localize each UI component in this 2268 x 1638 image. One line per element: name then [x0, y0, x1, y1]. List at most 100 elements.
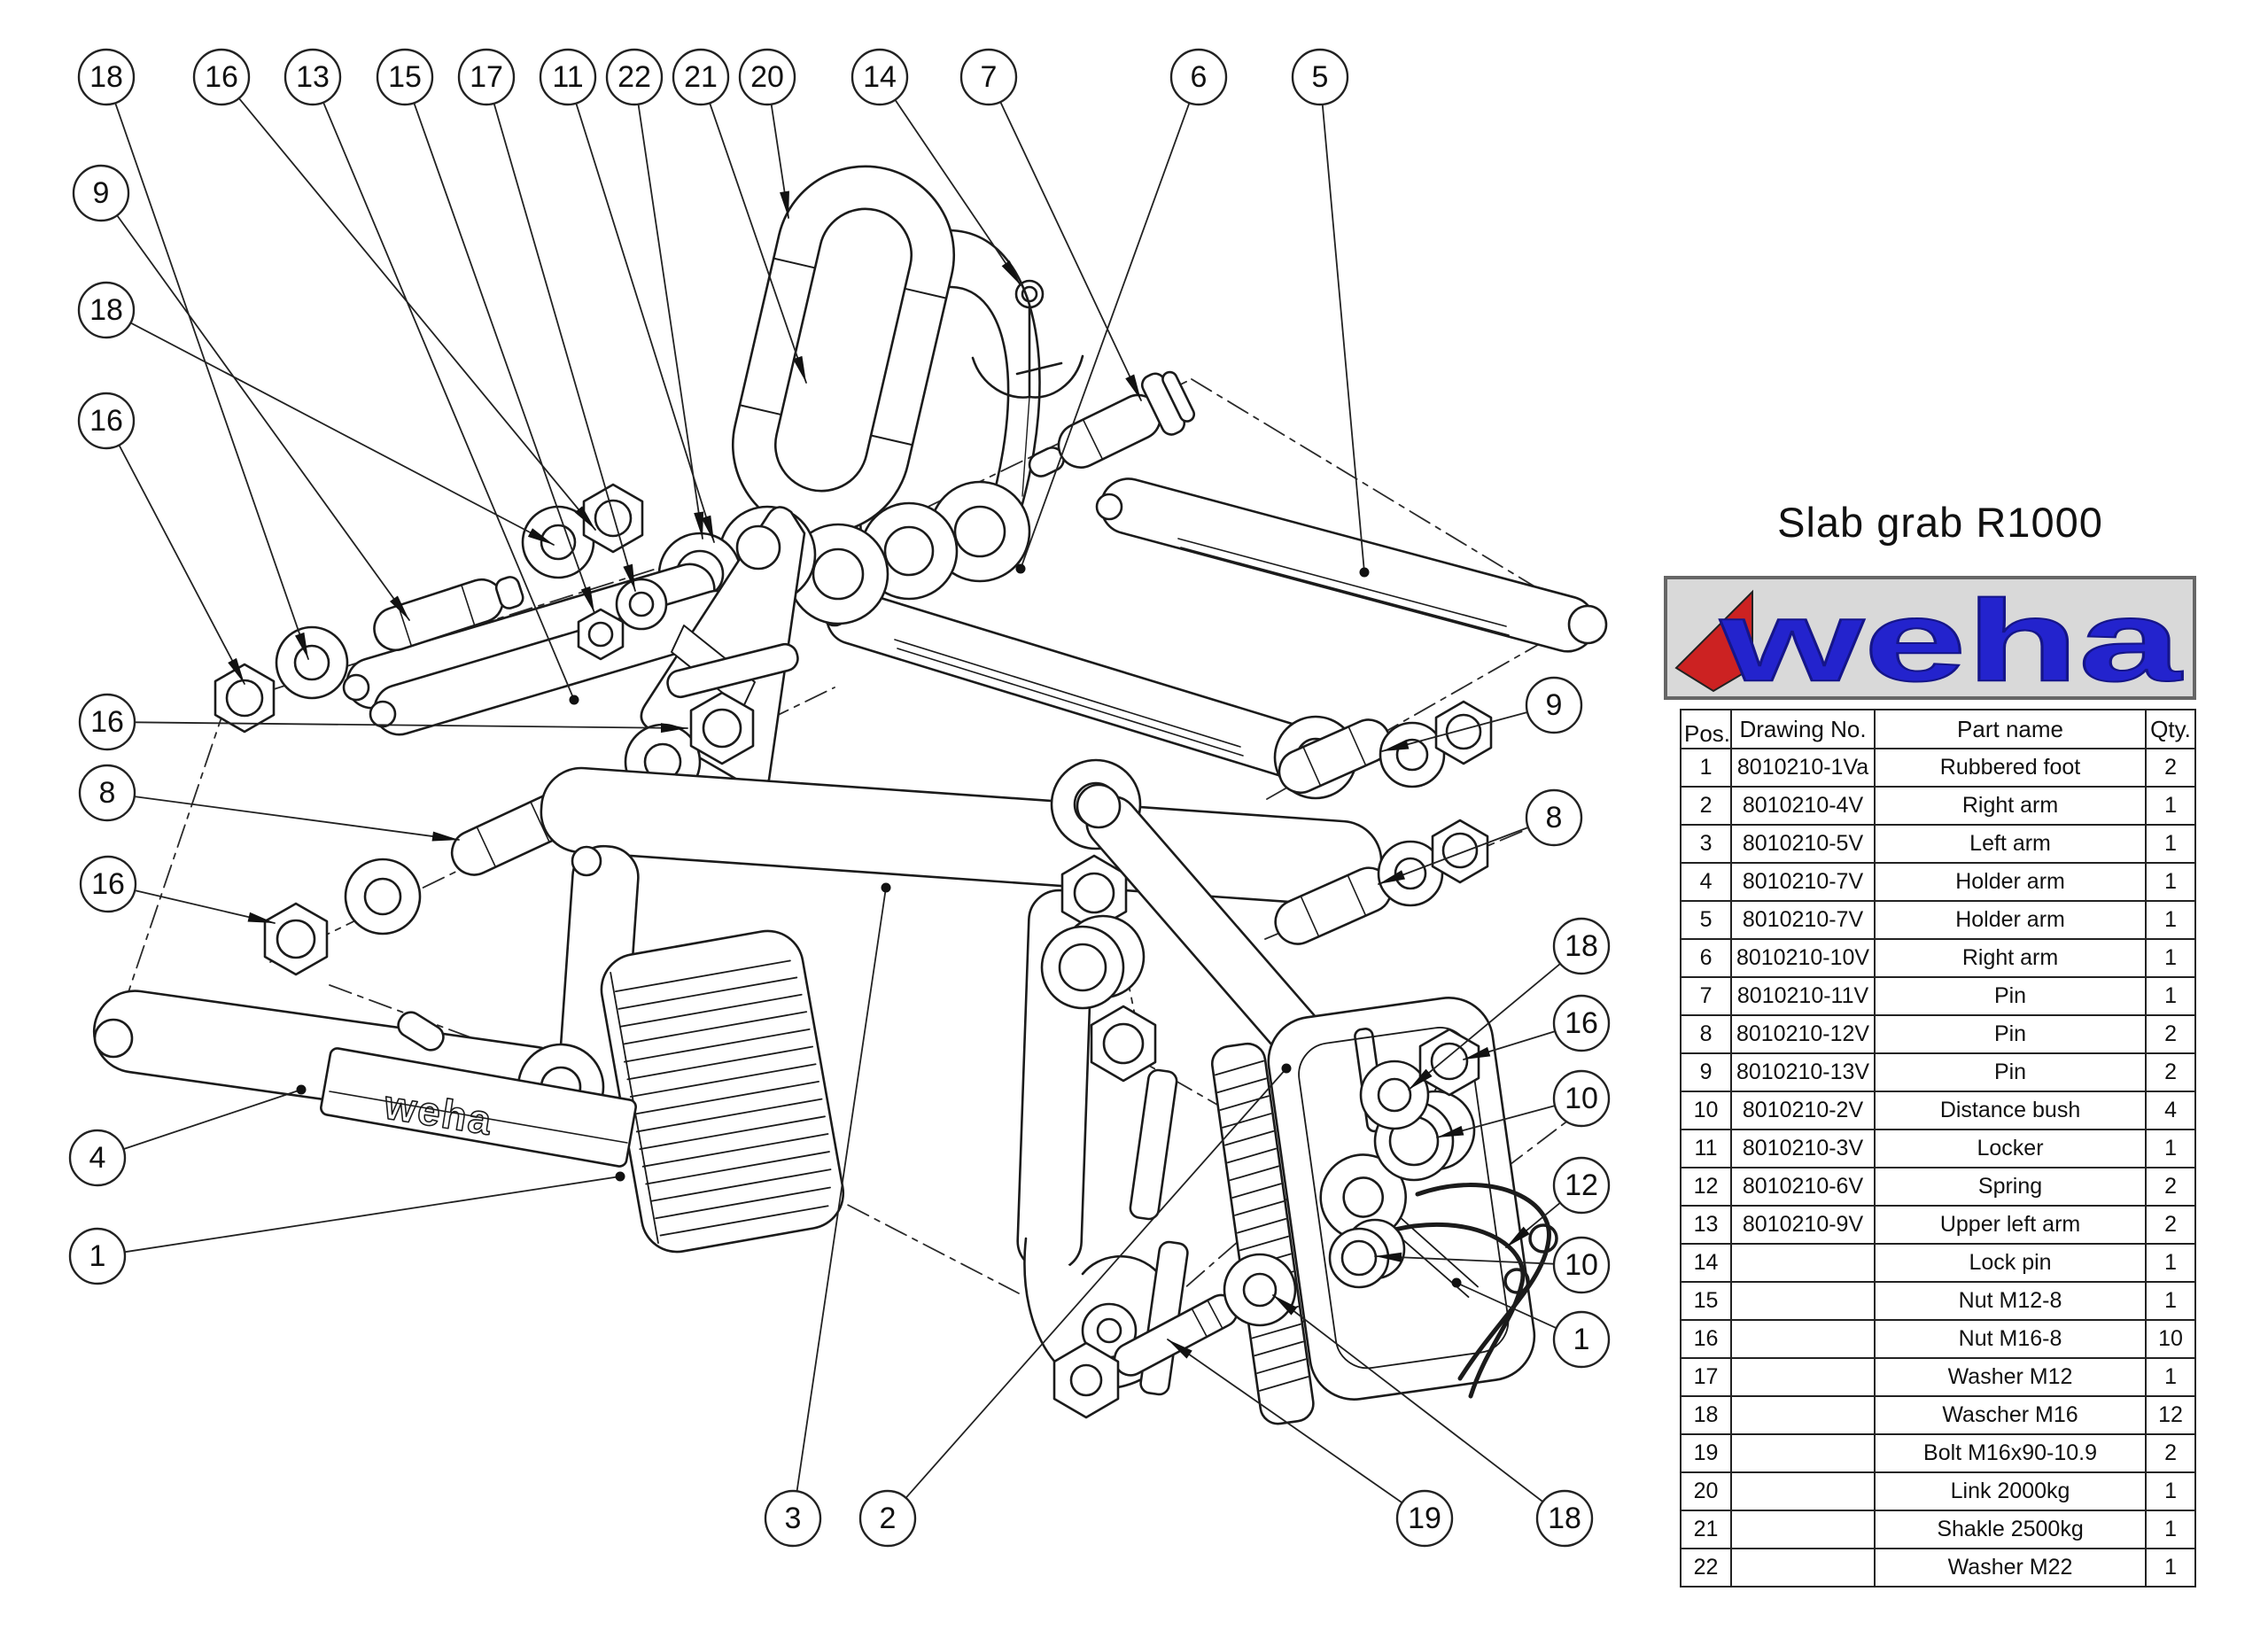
table-cell: 19	[1679, 1433, 1733, 1473]
table-cell: 6	[1679, 938, 1733, 978]
callout-balloon	[605, 48, 664, 106]
callout-balloon	[77, 281, 136, 339]
leader-line	[114, 102, 309, 660]
table-cell	[1730, 1395, 1876, 1435]
rubber-foot-left	[600, 929, 845, 1254]
table-cell	[1730, 1319, 1876, 1359]
table-cell: Pin	[1874, 1014, 2148, 1054]
table-cell: 9	[1679, 1052, 1733, 1092]
callout-number: 9	[1546, 688, 1563, 722]
leader-line	[575, 102, 715, 543]
callout-number: 20	[750, 60, 784, 94]
leader-arrowhead	[431, 831, 459, 842]
table-cell: 8010210-13V	[1730, 1052, 1876, 1092]
callout-number: 4	[89, 1141, 106, 1175]
callout-balloon	[72, 164, 130, 222]
holder-bar	[320, 1047, 637, 1168]
table-cell: 8010210-7V	[1730, 862, 1876, 902]
callout-balloon	[68, 1129, 127, 1187]
table-cell: Washer M12	[1874, 1357, 2148, 1397]
table-cell: 1	[2145, 1281, 2197, 1321]
callout-number: 19	[1408, 1502, 1441, 1535]
table-cell: 1	[2145, 976, 2197, 1016]
leader-line	[1374, 1255, 1555, 1265]
leader-line	[493, 102, 636, 592]
header-drawing-no: Drawing No.	[1730, 709, 1876, 749]
leader-line	[123, 1176, 621, 1254]
leader-dot	[881, 882, 891, 893]
callout-number: 3	[785, 1502, 802, 1535]
leader-arrowhead	[1437, 1125, 1464, 1137]
leader-dot	[1451, 1277, 1462, 1288]
table-cell: 8010210-1Va	[1730, 748, 1876, 788]
table-cell: 2	[2145, 1433, 2197, 1473]
table-cell: Distance bush	[1874, 1091, 2148, 1130]
leader-line	[905, 1067, 1287, 1499]
callout-balloon	[1552, 917, 1611, 975]
leader-line	[999, 101, 1142, 401]
table-cell: 21	[1679, 1510, 1733, 1549]
table-cell: 4	[1679, 862, 1733, 902]
leader-line	[1020, 102, 1191, 570]
distance-bushes	[1328, 1090, 1476, 1289]
leader-line	[1321, 103, 1365, 573]
table-cell: 2	[2145, 1205, 2197, 1245]
nut-m12	[577, 608, 625, 661]
parts-table-header: Pos. Drawing No. Part name Qty.	[1679, 709, 2197, 749]
logo-wordmark: weha	[1719, 579, 2182, 696]
table-cell: 13	[1679, 1205, 1733, 1245]
leader-arrowhead	[1409, 1068, 1433, 1090]
table-cell: 22	[1679, 1548, 1733, 1588]
callout-balloon	[764, 1489, 822, 1548]
leader-arrowhead	[780, 190, 789, 218]
callout-number: 9	[93, 176, 110, 210]
table-cell: Rubbered foot	[1874, 748, 2148, 788]
table-cell: 10	[1679, 1091, 1733, 1130]
lock-pin	[971, 279, 1084, 497]
table-cell: 1	[2145, 1129, 2197, 1168]
callout-balloon	[1552, 1069, 1611, 1128]
logo-red-triangle	[1674, 589, 1753, 693]
callout-number: 10	[1565, 1082, 1598, 1115]
callout-number: 16	[89, 404, 123, 438]
callout-balloon	[672, 48, 730, 106]
table-cell: Shakle 2500kg	[1874, 1510, 2148, 1549]
callout-balloon	[539, 48, 597, 106]
table-cell: 8010210-6V	[1730, 1167, 1876, 1207]
table-cell: Lock pin	[1874, 1243, 2148, 1283]
leader-line	[1272, 1294, 1544, 1503]
callout-balloon	[1169, 48, 1228, 106]
leader-dot	[296, 1084, 307, 1095]
leader-arrowhead	[574, 506, 595, 530]
table-cell: 2	[2145, 748, 2197, 788]
callout-balloon	[78, 764, 136, 822]
table-cell: 8010210-9V	[1730, 1205, 1876, 1245]
table-cell: 1	[2145, 824, 2197, 864]
leader-arrowhead	[1273, 1295, 1298, 1316]
callout-balloon	[68, 1227, 127, 1285]
table-cell: 1	[2145, 786, 2197, 826]
leader-arrowhead	[793, 355, 806, 383]
leader-line	[322, 101, 575, 701]
table-cell	[1730, 1433, 1876, 1473]
callout-number: 16	[91, 867, 125, 901]
leader-arrowhead	[701, 515, 714, 542]
table-cell: 4	[2145, 1091, 2197, 1130]
table-cell: 8	[1679, 1014, 1733, 1054]
leader-line	[637, 103, 703, 540]
callout-number: 1	[89, 1239, 106, 1273]
leader-arrowhead	[1379, 870, 1406, 884]
springs	[1392, 1183, 1558, 1399]
leader-line	[116, 214, 410, 621]
leader-arrowhead	[1125, 374, 1141, 400]
leader-line	[413, 102, 595, 614]
table-cell	[1730, 1471, 1876, 1511]
parts-table: Pos. Drawing No. Part name Qty. 1 8010210…	[1679, 709, 2197, 1588]
leader-line	[237, 97, 596, 531]
leader-dot	[1359, 567, 1370, 578]
